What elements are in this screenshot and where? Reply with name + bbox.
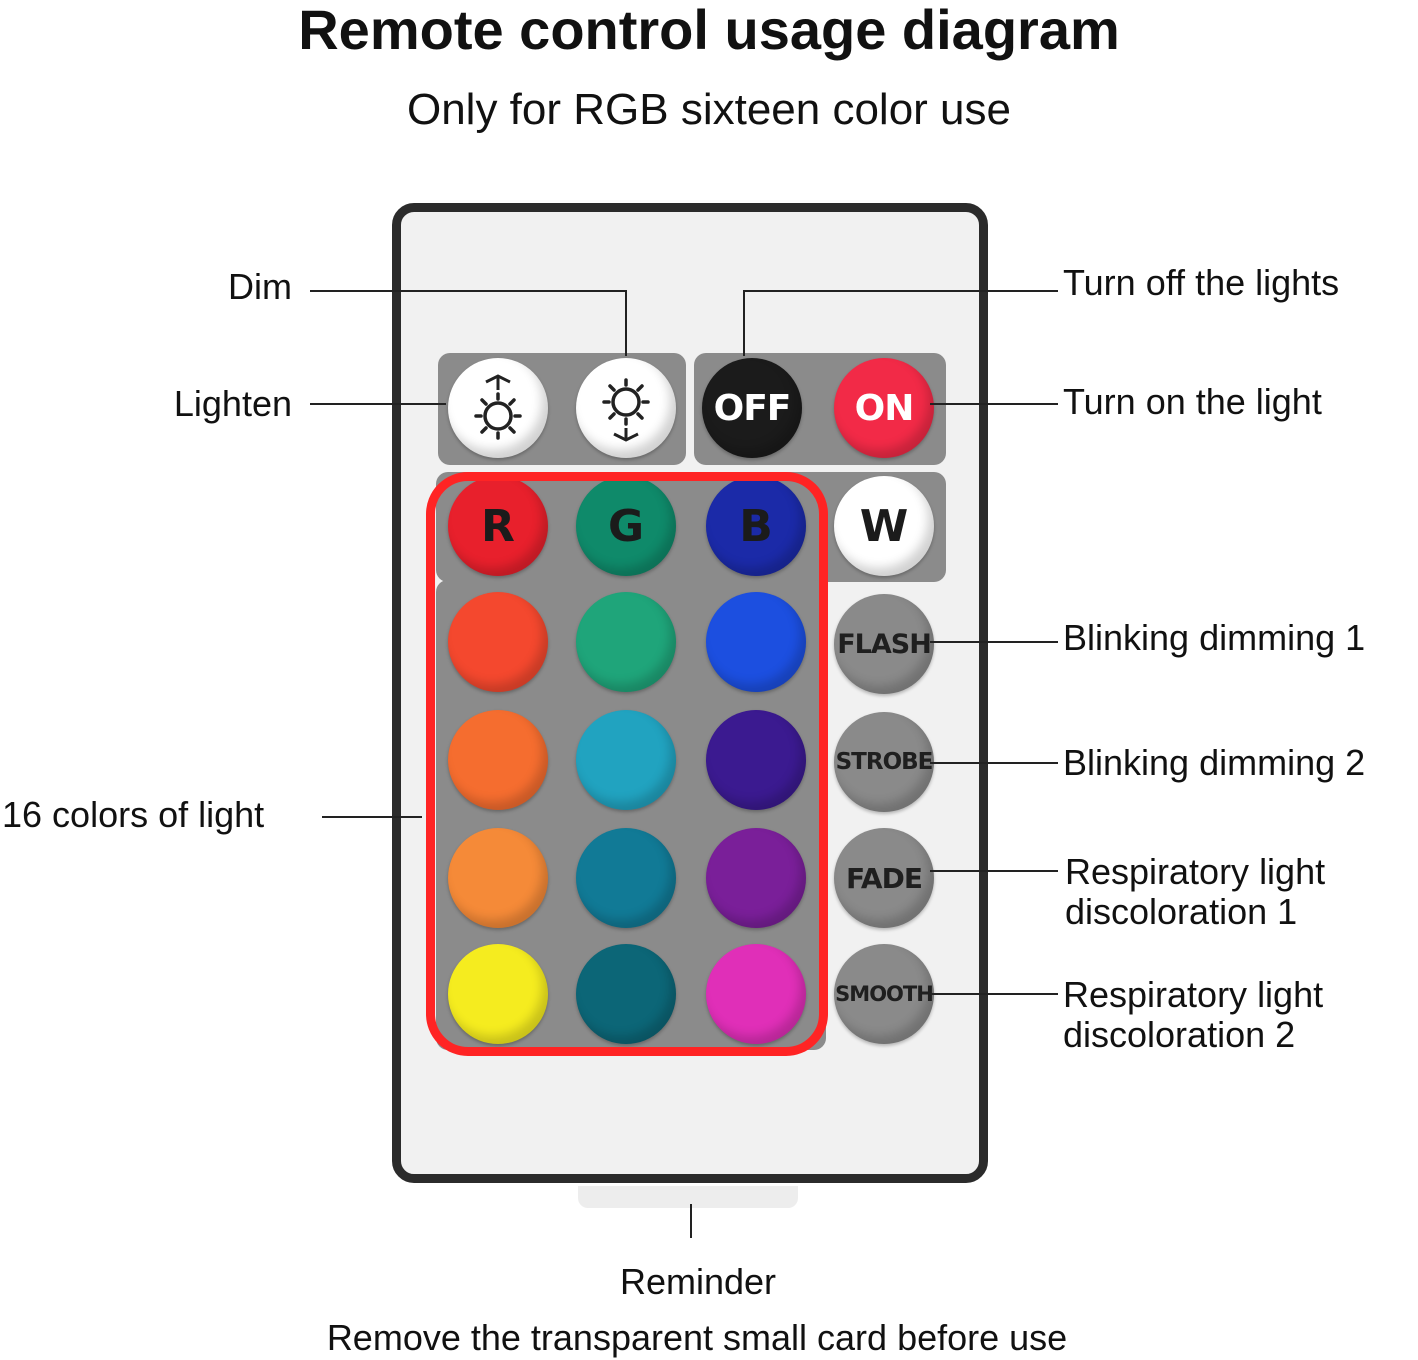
color-button[interactable] xyxy=(576,944,676,1044)
lighten-button[interactable] xyxy=(448,358,548,458)
strobe-button[interactable]: STROBE xyxy=(834,712,934,812)
dim-icon xyxy=(602,378,650,442)
color-button[interactable] xyxy=(448,828,548,928)
label-turn-off: Turn off the lights xyxy=(1063,262,1340,303)
dim-leader xyxy=(310,290,627,356)
label-smooth-2: discoloration 2 xyxy=(1063,1014,1296,1055)
label-fade-2: discoloration 1 xyxy=(1065,891,1298,932)
diagram-subtitle: Only for RGB sixteen color use xyxy=(406,85,1011,134)
dim-button[interactable] xyxy=(576,358,676,458)
label-smooth-1: Respiratory light xyxy=(1063,974,1324,1015)
label-flash: Blinking dimming 1 xyxy=(1063,617,1366,658)
diagram-title: Remote control usage diagram xyxy=(298,0,1120,61)
green-button[interactable]: G xyxy=(576,476,676,576)
label-16-colors: 16 colors of light xyxy=(2,794,265,835)
flash-button[interactable]: FLASH xyxy=(834,594,934,694)
color-button[interactable] xyxy=(576,710,676,810)
off-button[interactable]: OFF xyxy=(702,358,802,458)
label-fade-1: Respiratory light xyxy=(1065,851,1326,892)
reminder-note: Remove the transparent small card before… xyxy=(326,1317,1068,1358)
color-grid-highlight xyxy=(426,472,828,1056)
fade-button[interactable]: FADE xyxy=(834,828,934,928)
smooth-button[interactable]: SMOOTH xyxy=(834,944,934,1044)
color-button[interactable] xyxy=(706,592,806,692)
transparent-card-tab xyxy=(578,1186,798,1208)
label-strobe: Blinking dimming 2 xyxy=(1063,742,1366,783)
white-button[interactable]: W xyxy=(834,476,934,576)
label-turn-on: Turn on the light xyxy=(1063,381,1322,422)
lighten-icon xyxy=(474,374,522,440)
color-button[interactable] xyxy=(448,710,548,810)
reminder-title: Reminder xyxy=(619,1261,777,1302)
color-button[interactable] xyxy=(576,592,676,692)
color-button[interactable] xyxy=(576,828,676,928)
label-lighten: Lighten xyxy=(173,383,292,424)
color-button[interactable] xyxy=(706,710,806,810)
label-dim: Dim xyxy=(228,266,292,307)
on-button[interactable]: ON xyxy=(834,358,934,458)
color-button[interactable] xyxy=(706,828,806,928)
off-leader xyxy=(743,290,1058,356)
color-button[interactable] xyxy=(448,592,548,692)
